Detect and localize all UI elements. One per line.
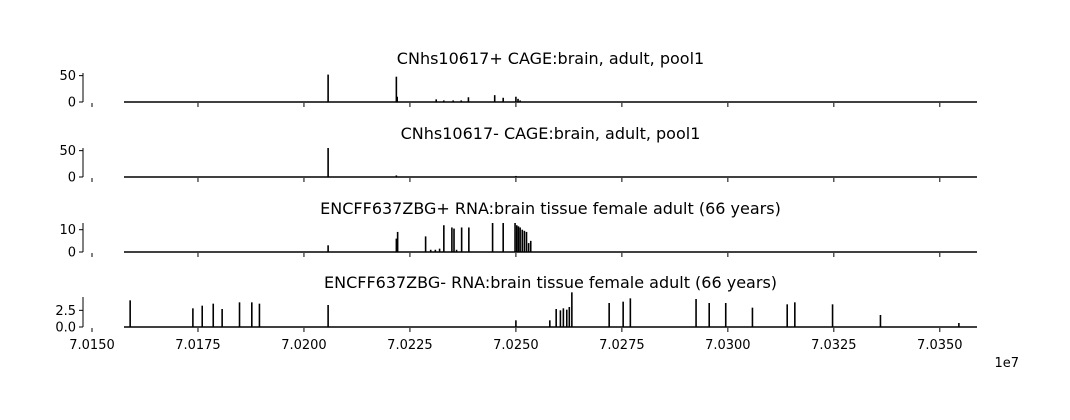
- x-tick-label: 7.0175: [175, 338, 221, 353]
- x-tick-label: 7.0250: [493, 338, 539, 353]
- track-title: ENCFF637ZBG+ RNA:brain tissue female adu…: [320, 199, 781, 218]
- y-tick-label: 0: [68, 96, 76, 111]
- y-tick-label: 50: [59, 69, 76, 84]
- y-tick-label: 50: [59, 144, 76, 159]
- track-2: CNhs10617- CAGE:brain, adult, pool1 0 50: [59, 124, 977, 186]
- x-axis: 7.0150 7.0175 7.0200 7.0225 7.0250 7.0275 7.03…: [69, 338, 1019, 371]
- x-tick-label: 7.0225: [387, 338, 433, 353]
- track-title: ENCFF637ZBG- RNA:brain tissue female adu…: [324, 273, 777, 292]
- y-tick-label: 2.5: [55, 304, 76, 319]
- x-tick-label: 7.0350: [917, 338, 963, 353]
- x-offset-label: 1e7: [994, 356, 1019, 371]
- track-title: CNhs10617+ CAGE:brain, adult, pool1: [397, 49, 704, 68]
- x-tick-label: 7.0275: [599, 338, 645, 353]
- y-tick-label: 10: [59, 223, 76, 238]
- y-tick-label: 0: [68, 171, 76, 186]
- track-title: CNhs10617- CAGE:brain, adult, pool1: [401, 124, 701, 143]
- x-tick-label: 7.0200: [281, 338, 327, 353]
- track-3: ENCFF637ZBG+ RNA:brain tissue female adu…: [59, 199, 977, 261]
- x-tick-label: 7.0300: [705, 338, 751, 353]
- tracks-layer: CNhs10617+ CAGE:brain, adult, pool1050CN…: [55, 49, 977, 336]
- x-tick-label: 7.0150: [69, 338, 115, 353]
- x-tick-label: 7.0325: [811, 338, 857, 353]
- track-1: CNhs10617+ CAGE:brain, adult, pool1 0 50: [59, 49, 977, 111]
- y-tick-label: 0.0: [55, 321, 76, 336]
- track-4: ENCFF637ZBG- RNA:brain tissue female adu…: [55, 273, 977, 336]
- y-tick-label: 0: [68, 246, 76, 261]
